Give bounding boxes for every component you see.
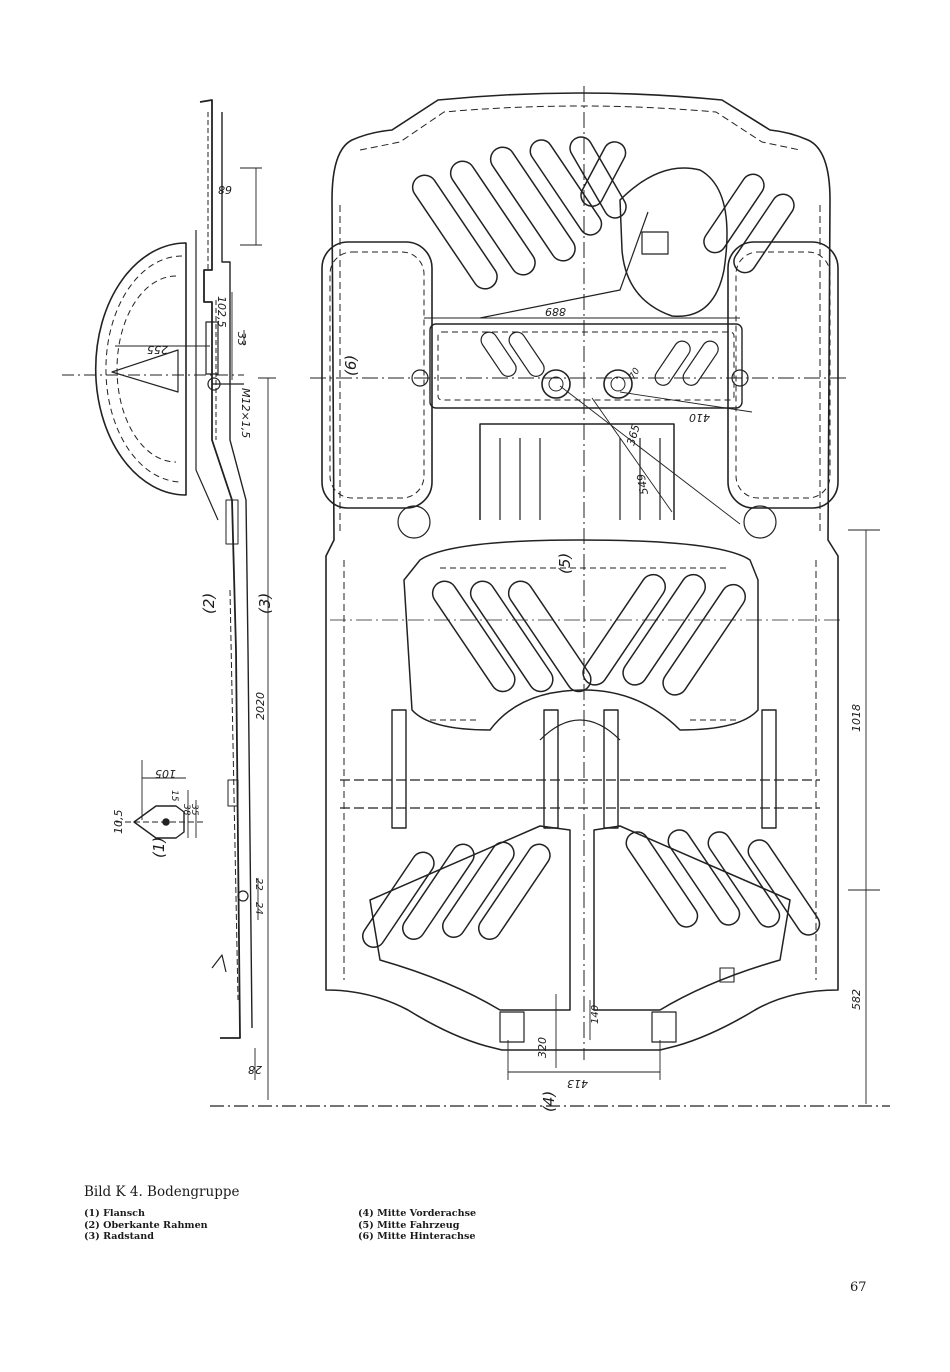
wheel-house bbox=[94, 242, 187, 496]
flange-detail bbox=[116, 760, 206, 839]
side-view bbox=[62, 99, 276, 1100]
floor-pan-outline bbox=[325, 92, 839, 1051]
dim-15: 15 bbox=[169, 790, 179, 802]
middle-floor-panel bbox=[403, 539, 759, 731]
dim-255: 255 bbox=[147, 343, 168, 356]
legend-item: (3) Radstand bbox=[84, 1231, 154, 1243]
legend-column-left: (1) Flansch (2) Oberkante Rahmen (3) Rad… bbox=[84, 1208, 358, 1243]
dim-410: 410 bbox=[689, 411, 710, 424]
dim-38: 38 bbox=[181, 804, 191, 816]
dim-320: 320 bbox=[536, 1037, 549, 1058]
rear-cross-member bbox=[429, 323, 743, 409]
dim-24: 24 bbox=[253, 902, 264, 915]
dim-1018: 1018 bbox=[850, 704, 863, 732]
legend-item: (2) Oberkante Rahmen bbox=[84, 1219, 208, 1231]
dim-22: 22 bbox=[253, 878, 264, 891]
legend-item: (4) Mitte Vorderachse bbox=[358, 1208, 477, 1219]
dim-35: 35 bbox=[189, 804, 199, 816]
left-wheel-arch bbox=[321, 241, 433, 509]
legend: (1) Flansch (2) Oberkante Rahmen (3) Rad… bbox=[84, 1208, 904, 1243]
dim-102-5: 102,5 bbox=[215, 296, 228, 328]
callout-4: (4) bbox=[540, 1091, 558, 1112]
dim-28: 28 bbox=[248, 1063, 262, 1076]
frame-profile bbox=[199, 99, 241, 1039]
legend-item: (6) Mitte Hinterachse bbox=[358, 1231, 476, 1243]
callout-6: (6) bbox=[342, 355, 360, 376]
dim-105: 105 bbox=[155, 767, 176, 780]
dim-582: 582 bbox=[850, 989, 863, 1010]
legend-column-right: (4) Mitte Vorderachse (5) Mitte Fahrzeug… bbox=[358, 1208, 632, 1243]
dim-413: 413 bbox=[567, 1077, 588, 1090]
dim-2020: 2020 bbox=[254, 692, 267, 720]
dim-68: 68 bbox=[218, 183, 232, 196]
dim-140: 140 bbox=[590, 1005, 601, 1024]
right-wheel-arch bbox=[727, 241, 839, 509]
dim-m12: M12×1,5 bbox=[239, 388, 252, 438]
dim-33: 33 bbox=[235, 332, 248, 346]
figure-caption: Bild K 4. Bodengruppe (1) Flansch (2) Ob… bbox=[84, 1184, 904, 1243]
dim-10-5: 10,5 bbox=[112, 810, 125, 835]
dim-889: 889 bbox=[545, 305, 566, 318]
dim-70: 70 bbox=[628, 366, 643, 381]
technical-drawing-bodengruppe: 68 102,5 33 255 M12×1,5 2020 105 10,5 15… bbox=[62, 86, 890, 1112]
callout-1: (1) bbox=[150, 837, 168, 858]
page-number: 67 bbox=[850, 1280, 867, 1295]
legend-item: (1) Flansch bbox=[84, 1208, 145, 1219]
callout-5: (5) bbox=[556, 553, 574, 574]
dim-365: 365 bbox=[624, 423, 642, 447]
callout-2: (2) bbox=[200, 593, 218, 614]
dim-549: 549 bbox=[635, 473, 651, 496]
plan-view bbox=[310, 86, 880, 1104]
legend-item: (5) Mitte Fahrzeug bbox=[358, 1219, 460, 1231]
caption-title: Bild K 4. Bodengruppe bbox=[84, 1184, 240, 1200]
callout-3: (3) bbox=[256, 593, 274, 614]
